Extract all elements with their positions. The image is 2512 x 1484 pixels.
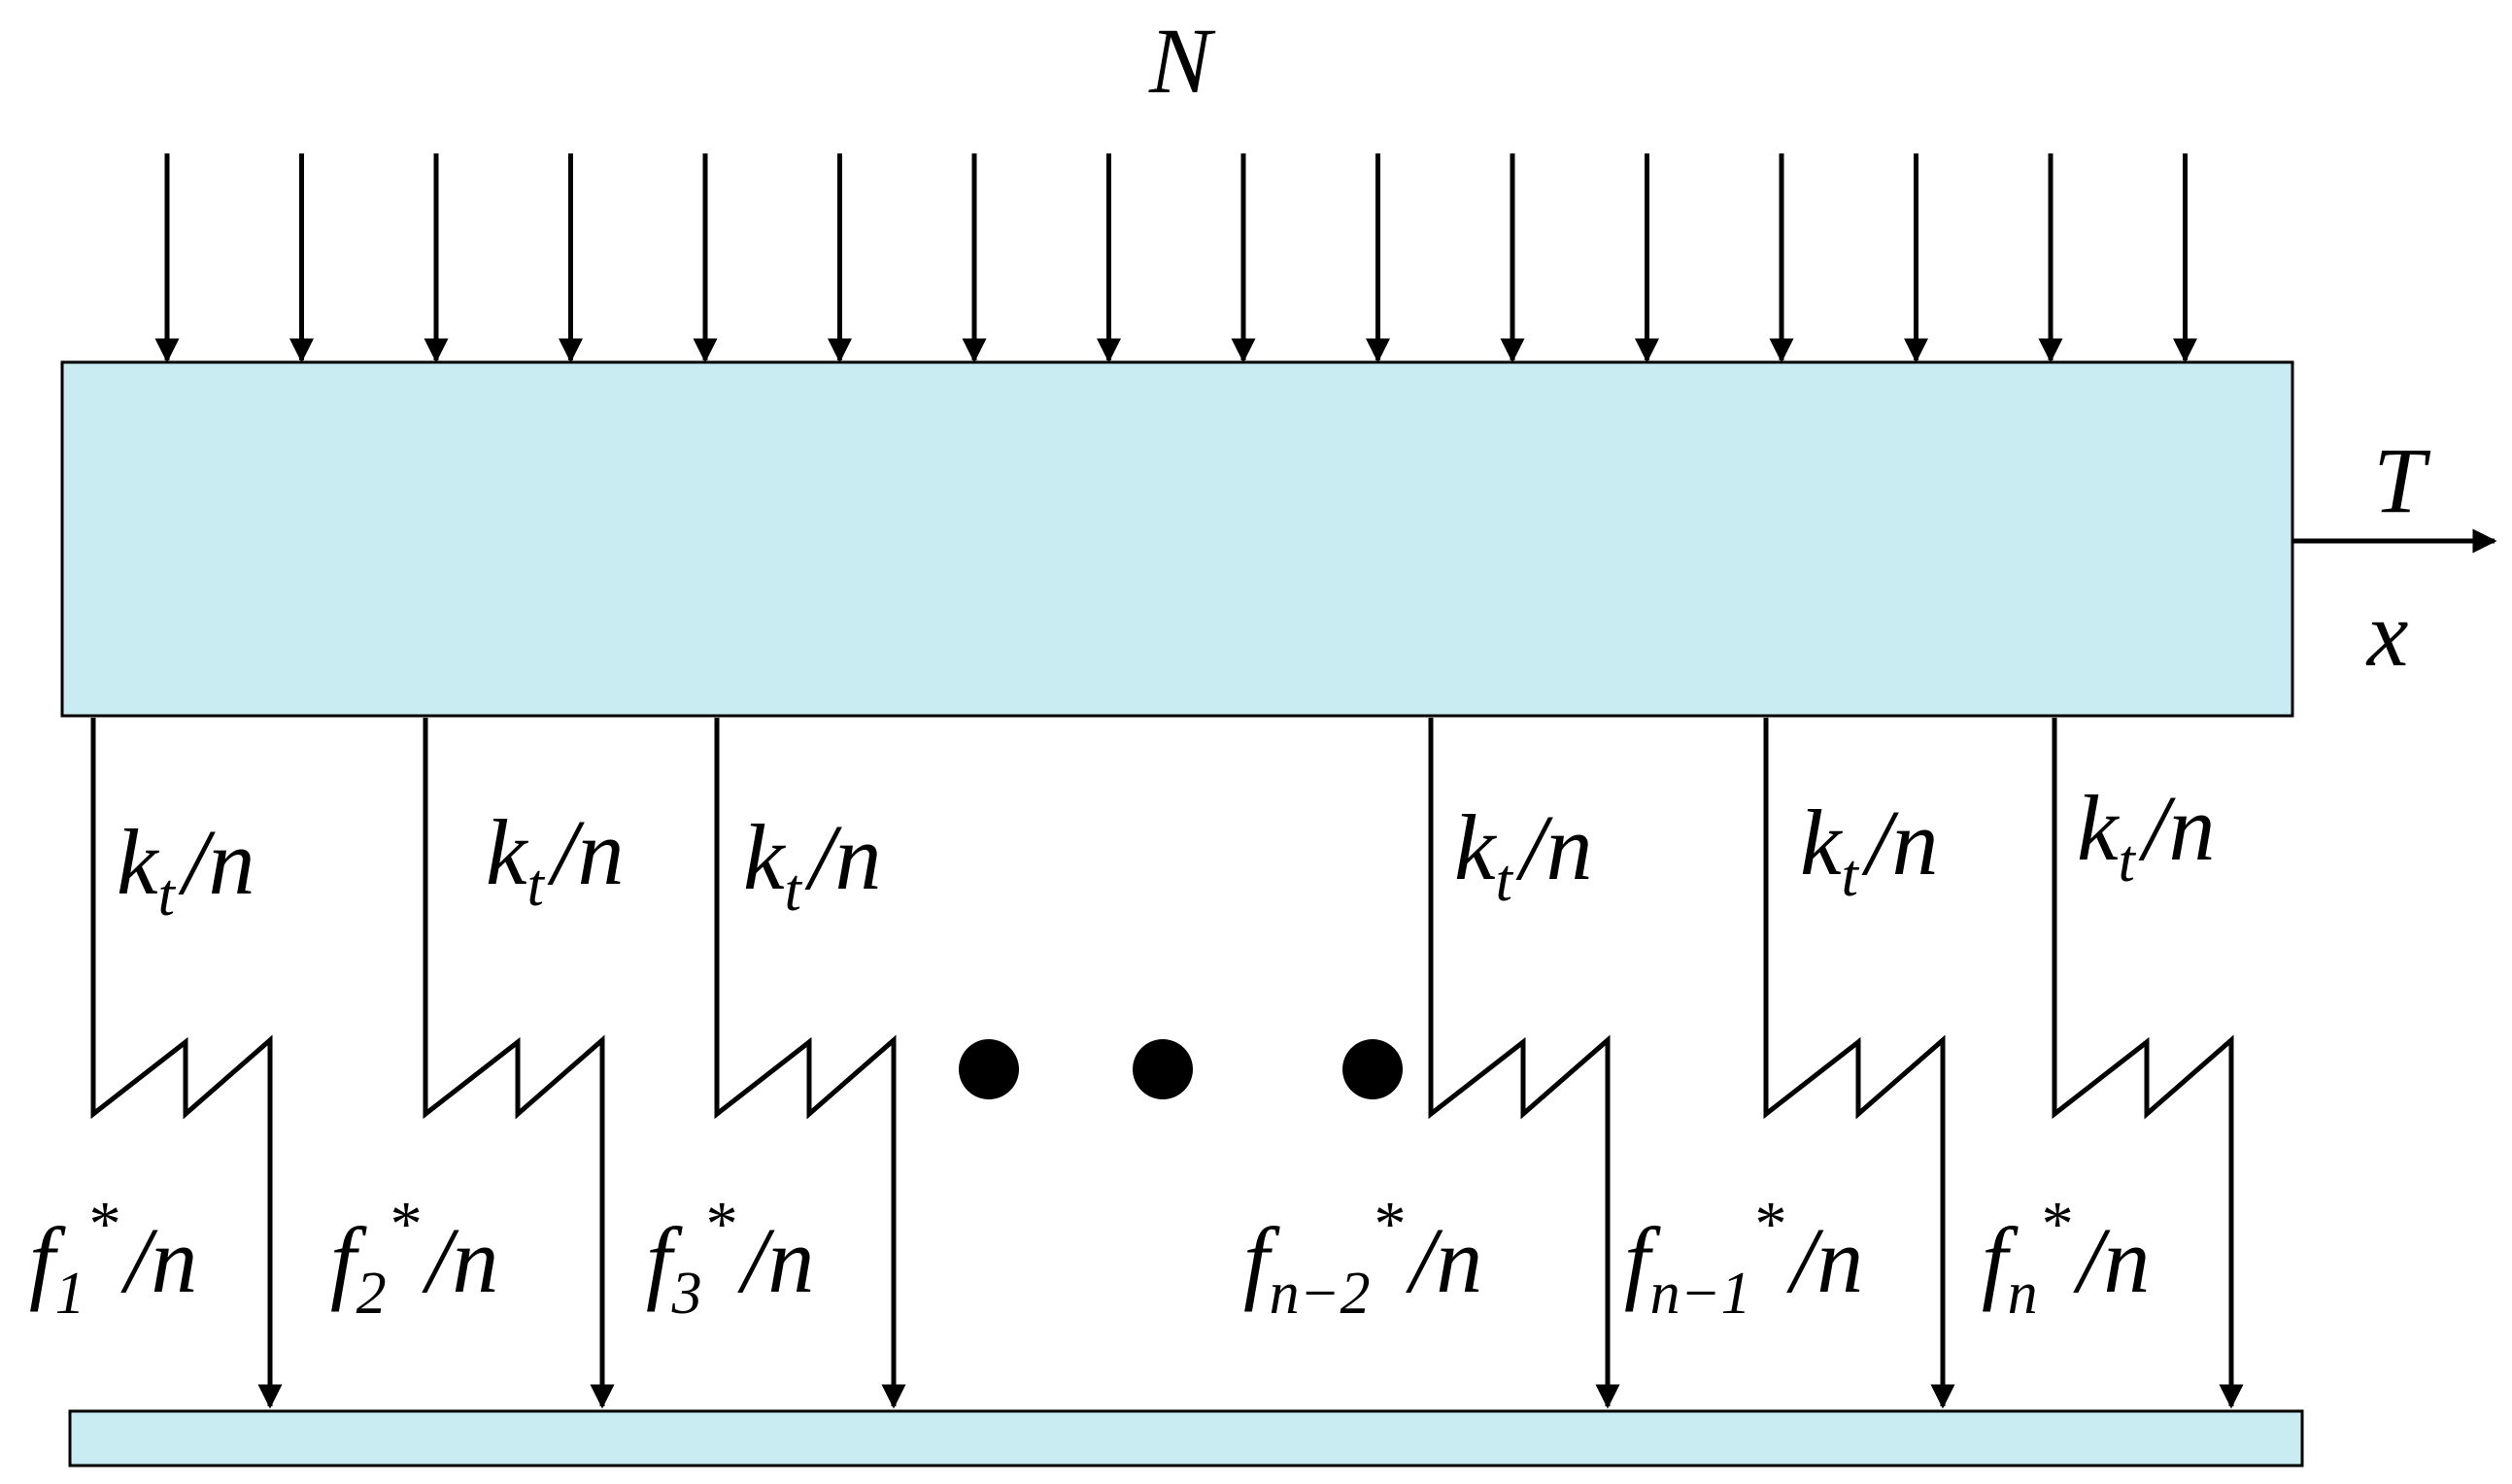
tangential-force-label: T: [2373, 428, 2431, 532]
spring-slider-element: kt/n f3*/n: [646, 718, 906, 1409]
displacement-axis-label: x: [2365, 582, 2409, 686]
stiffness-label: kt/n: [743, 805, 882, 924]
spring-slider-element: kt/n f1*/n: [29, 718, 283, 1409]
sliding-block: [60, 360, 2294, 718]
spring-slider-element: kt/n fn*/n: [1982, 718, 2244, 1409]
stiffness-label: kt/n: [1800, 791, 1939, 909]
friction-label: fn−2*/n: [1243, 1189, 1482, 1327]
spring-slider-path: [714, 718, 906, 1409]
spring-slider-path: [423, 718, 615, 1409]
stiffness-label: kt/n: [1454, 795, 1593, 914]
stiffness-label: kt/n: [486, 800, 625, 919]
spring-slider-path: [2052, 718, 2244, 1409]
ellipsis-dot: [1342, 1039, 1403, 1099]
stiffness-label: kt/n: [117, 810, 255, 928]
normal-load-label: N: [1148, 9, 1216, 113]
ellipsis-dot: [959, 1039, 1019, 1099]
spring-slider-element: kt/n f2*/n: [330, 718, 625, 1409]
friction-label: f1*/n: [29, 1189, 197, 1327]
spring-slider-element: kt/n fn−1*/n: [1624, 718, 1955, 1409]
spring-slider-elements: kt/nf1*/nkt/nf2*/nkt/nf3*/nkt/nfn−2*/nkt…: [29, 718, 2244, 1409]
stiffness-label: kt/n: [2077, 776, 2216, 894]
friction-label: fn−1*/n: [1624, 1189, 1863, 1327]
base-plate: [68, 1409, 2304, 1467]
friction-label: fn*/n: [1982, 1189, 2150, 1327]
spring-slider-path: [90, 718, 283, 1409]
spring-slider-path: [1428, 718, 1620, 1409]
normal-load-arrows: [154, 153, 2197, 363]
spring-slider-element: kt/n fn−2*/n: [1243, 718, 1620, 1409]
spring-slider-path: [1763, 718, 1955, 1409]
ellipsis-dot: [1133, 1039, 1193, 1099]
ellipsis-dots: [959, 1039, 1403, 1099]
friction-label: f2*/n: [330, 1189, 498, 1327]
friction-label: f3*/n: [646, 1189, 814, 1327]
